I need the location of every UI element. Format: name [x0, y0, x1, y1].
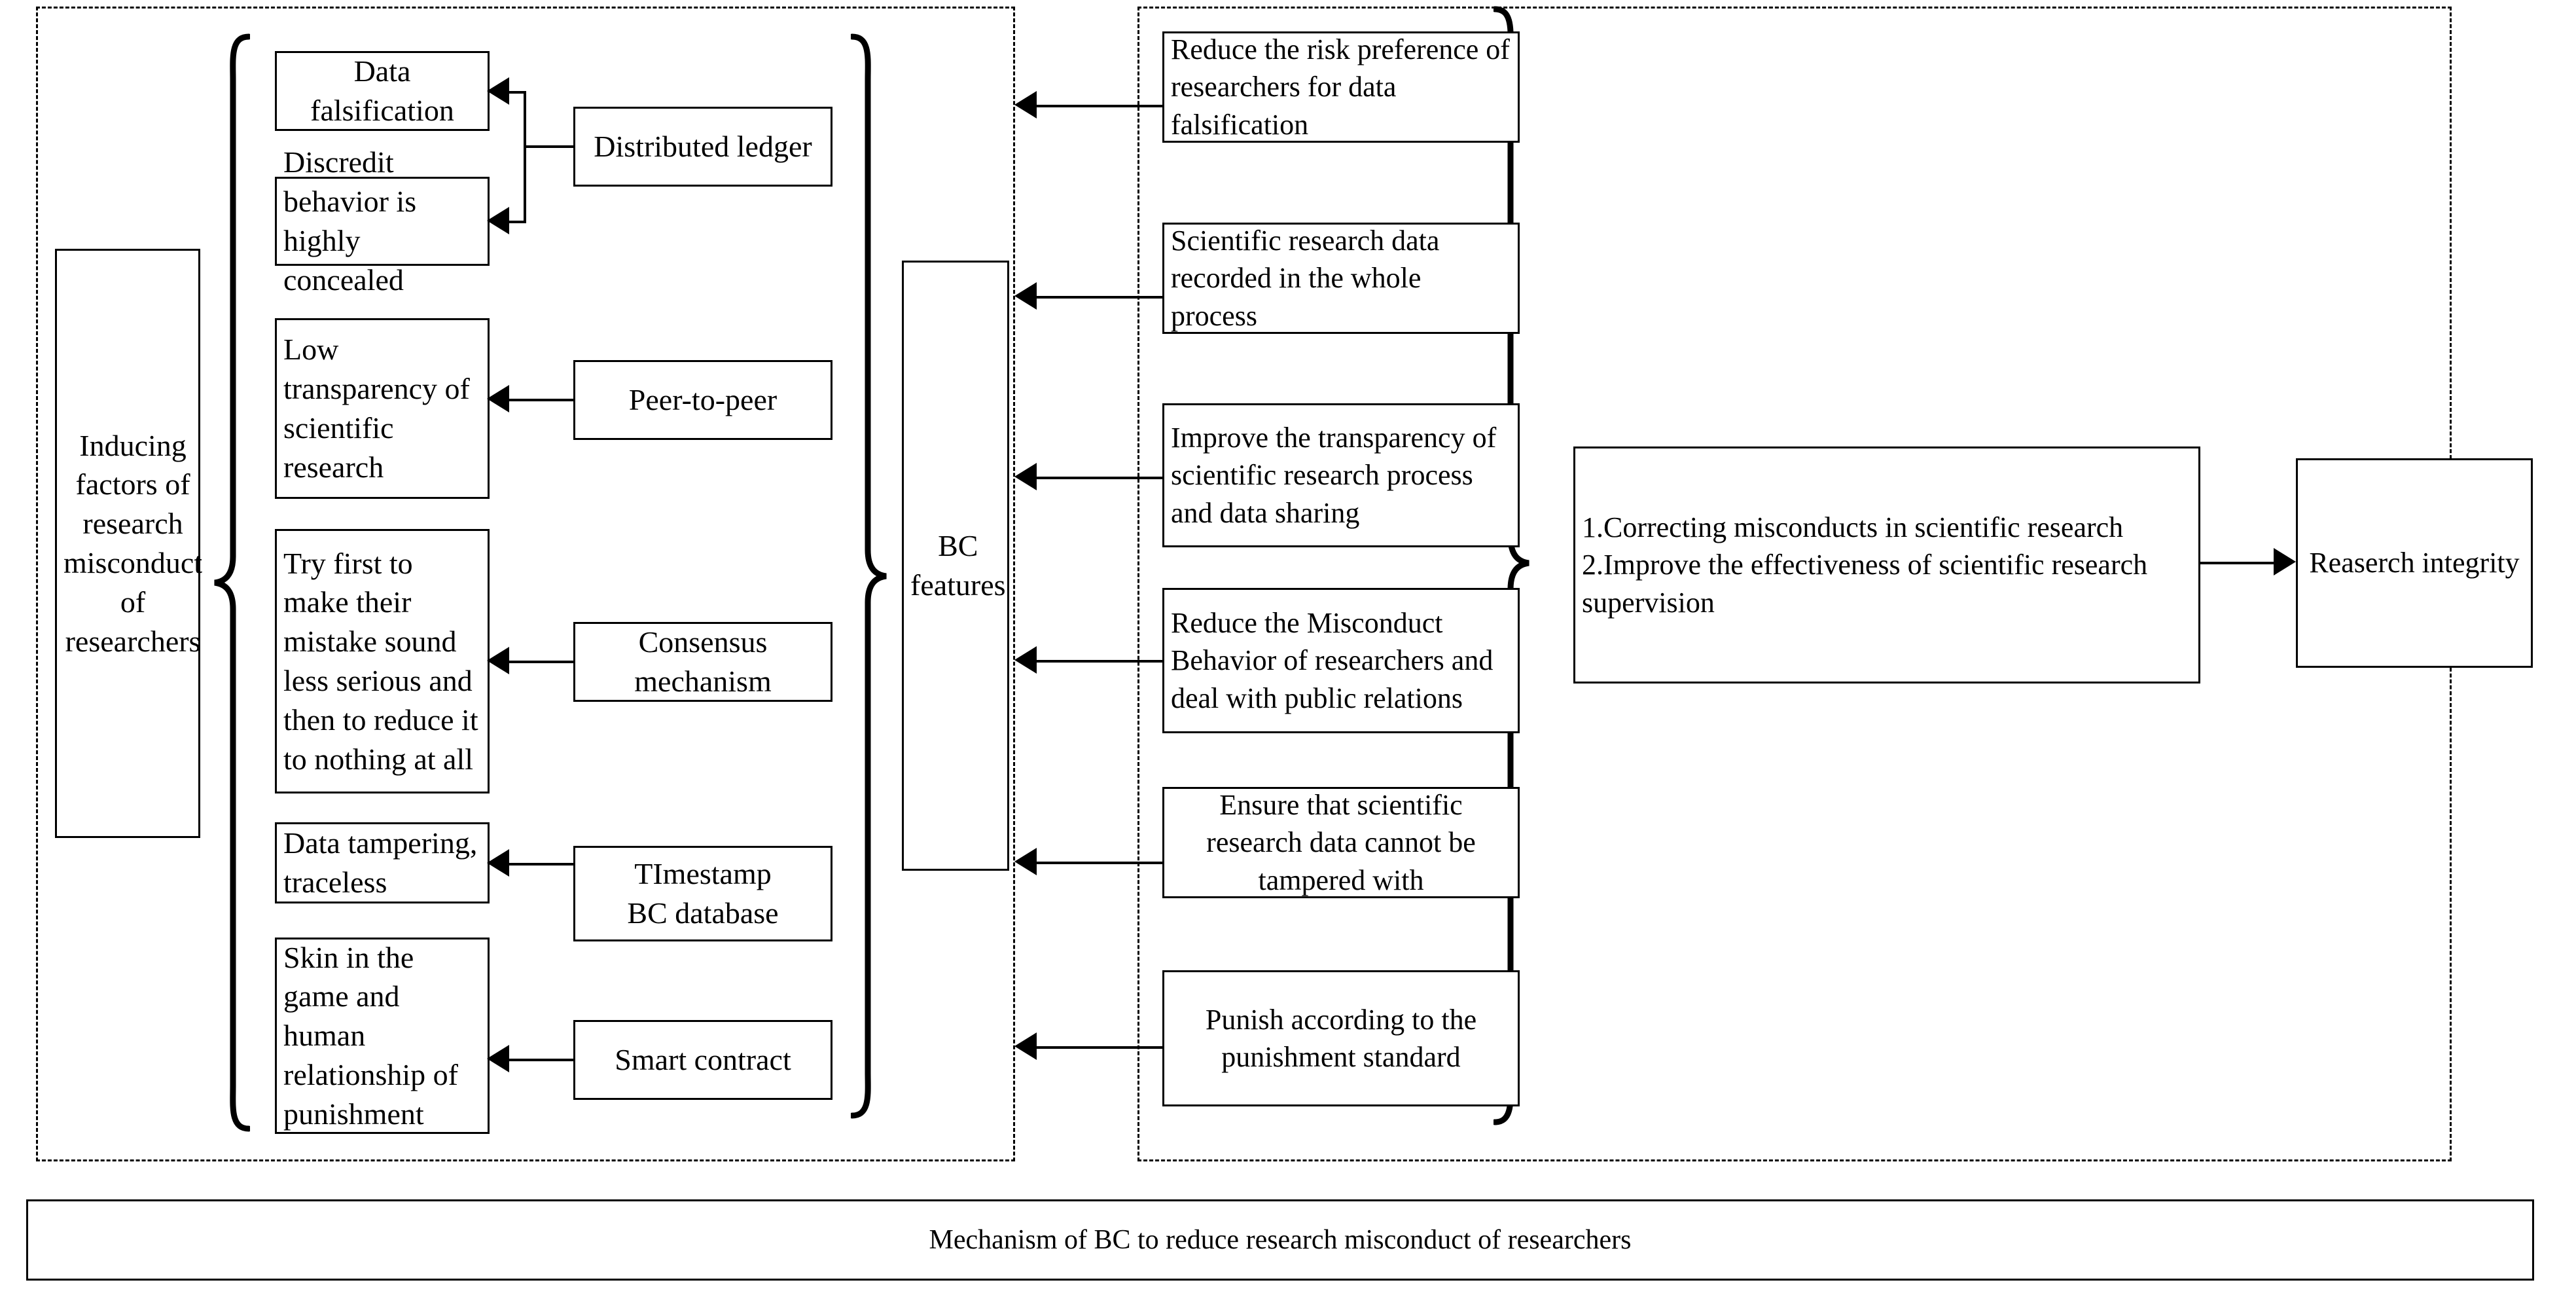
connector-consensus-to-minimize	[508, 661, 575, 663]
left-region-boundary	[36, 7, 1015, 1161]
connector-effect4-to-hub	[1037, 660, 1162, 663]
node-whole-process-record[interactable]: Scientific research data recorded in the…	[1162, 223, 1520, 334]
node-label: Distributed ledger	[594, 130, 812, 164]
node-reduce-risk-preference[interactable]: Reduce the risk preference of researcher…	[1162, 31, 1520, 143]
connector-effect1-to-hub	[1037, 105, 1162, 107]
node-label: Discredit behavior is highly concealed	[283, 145, 417, 297]
node-label: Consensus mechanism	[634, 625, 772, 698]
node-consensus-mechanism[interactable]: Consensus mechanism	[573, 622, 832, 702]
node-label: Reduce the risk preference of researcher…	[1171, 33, 1510, 141]
node-reduce-misconduct-behavior[interactable]: Reduce the Misconduct Behavior of resear…	[1162, 588, 1520, 733]
node-data-tampering[interactable]: Data tampering, traceless	[275, 822, 490, 903]
node-label: Reaserch integrity	[2309, 547, 2520, 579]
arrow-timestamp-to-tampering	[487, 849, 509, 877]
arrow-effect5-to-hub	[1014, 848, 1037, 875]
connector-ledger-trunk	[524, 145, 575, 148]
bc-features-brace	[851, 33, 887, 1119]
node-label: Peer-to-peer	[628, 383, 778, 417]
node-label: Punish according to the punishment stand…	[1205, 1003, 1477, 1073]
arrow-effect1-to-hub	[1014, 91, 1037, 118]
node-label: 1.Correcting misconducts in scientific r…	[1582, 511, 2148, 619]
node-label: Low transparency of scientific research	[283, 333, 470, 484]
node-label: Inducing factors of research misconduct …	[63, 428, 203, 658]
connector-outcomes-to-integrity	[2200, 562, 2274, 564]
connector-ledger-to-falsification	[508, 91, 526, 94]
connector-ledger-to-discredit	[508, 221, 526, 223]
node-data-falsification[interactable]: Data falsification	[275, 51, 490, 131]
connector-timestamp-to-tampering	[508, 863, 575, 866]
node-label: Scientific research data recorded in the…	[1171, 225, 1440, 332]
node-punish-by-standard[interactable]: Punish according to the punishment stand…	[1162, 970, 1520, 1106]
arrow-ledger-to-falsification	[487, 77, 509, 105]
node-peer-to-peer[interactable]: Peer-to-peer	[573, 360, 832, 440]
node-label: Smart contract	[615, 1043, 791, 1077]
arrow-consensus-to-minimize	[487, 647, 509, 674]
node-label: Try first to make their mistake sound le…	[283, 546, 478, 776]
node-discredit-concealed[interactable]: Discredit behavior is highly concealed	[275, 145, 490, 297]
node-label: Ensure that scientific research data can…	[1206, 789, 1476, 896]
figure-caption-text: Mechanism of BC to reduce research misco…	[929, 1225, 1632, 1255]
node-smart-contract[interactable]: Smart contract	[573, 1020, 832, 1100]
connector-effect2-to-hub	[1037, 296, 1162, 299]
node-research-integrity[interactable]: Reaserch integrity	[2296, 458, 2533, 668]
connector-effect3-to-hub	[1037, 477, 1162, 479]
arrow-effect6-to-hub	[1014, 1032, 1037, 1060]
node-label: Reduce the Misconduct Behavior of resear…	[1171, 607, 1494, 714]
node-label: Data tampering, traceless	[283, 826, 478, 899]
arrow-effect4-to-hub	[1014, 646, 1037, 674]
node-outcomes[interactable]: 1.Correcting misconducts in scientific r…	[1573, 446, 2200, 683]
connector-p2p-to-transparency	[508, 399, 575, 401]
arrow-outcomes-to-integrity	[2274, 548, 2296, 575]
node-minimize-mistake[interactable]: Try first to make their mistake sound le…	[275, 529, 490, 793]
connector-contract-to-skin	[508, 1059, 575, 1061]
connector-effect5-to-hub	[1037, 862, 1162, 864]
arrow-contract-to-skin	[487, 1045, 509, 1072]
node-skin-in-the-game[interactable]: Skin in the game and human relationship …	[275, 938, 490, 1134]
node-tamper-proof-data[interactable]: Ensure that scientific research data can…	[1162, 787, 1520, 898]
node-label: Improve the transparency of scientific r…	[1171, 422, 1497, 529]
node-improve-transparency[interactable]: Improve the transparency of scientific r…	[1162, 403, 1520, 547]
connector-effect6-to-hub	[1037, 1046, 1162, 1049]
arrow-p2p-to-transparency	[487, 385, 509, 412]
node-inducing-factors-root[interactable]: Inducing factors of research misconduct …	[55, 249, 202, 838]
arrow-effect2-to-hub	[1014, 282, 1037, 310]
arrow-ledger-to-discredit	[487, 207, 509, 234]
node-distributed-ledger[interactable]: Distributed ledger	[573, 107, 832, 187]
arrow-effect3-to-hub	[1014, 463, 1037, 490]
figure-caption-bar: Mechanism of BC to reduce research misco…	[26, 1199, 2534, 1281]
connector-ledger-vertical	[524, 91, 526, 222]
node-label: Data falsification	[310, 54, 454, 127]
node-label: Skin in the game and human relationship …	[283, 940, 458, 1131]
effects-brace	[1494, 6, 1530, 1125]
inducing-factors-brace	[214, 33, 250, 1132]
node-low-transparency[interactable]: Low transparency of scientific research	[275, 318, 490, 499]
